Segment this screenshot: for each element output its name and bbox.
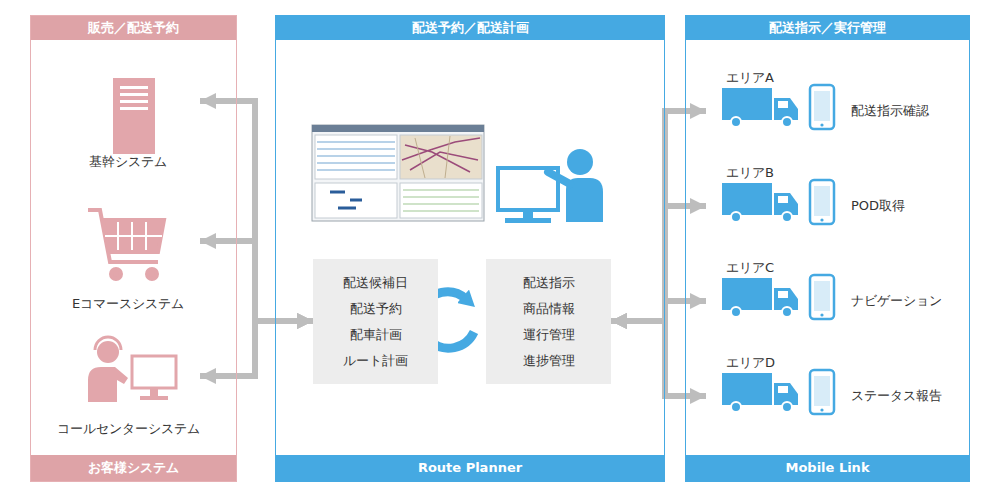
cart-icon [88, 210, 164, 279]
cart-icon-part [111, 269, 121, 279]
area-name: エリアB [726, 164, 774, 182]
server-icon-part [120, 93, 148, 96]
illustration-part [722, 180, 834, 224]
area-function: ナビゲーション [851, 292, 942, 310]
illustration-part [722, 370, 834, 414]
callcenter-icon [88, 337, 176, 402]
system-label: 基幹システム [56, 153, 200, 171]
screenshot-illustration-part [315, 135, 397, 179]
system-panel: 販売／配送予約お客様システム 基幹システム Eコマースシステムコールセンターシステム [30, 15, 237, 482]
screenshot-illustration-part [400, 183, 482, 218]
screenshot-illustration-part [330, 192, 362, 208]
screenshot-illustration [312, 125, 484, 221]
illustration-part [722, 275, 834, 319]
screenshot-illustration-part [312, 125, 484, 132]
area-function: 配送指示確認 [851, 102, 929, 120]
connector-arrow [200, 321, 313, 376]
system-label: コールセンターシステム [56, 420, 200, 438]
panel-header: 配送指示／実行管理 [686, 16, 969, 40]
function-item: 配送指示 [523, 270, 575, 296]
area-node: エリアA 配送指示確認 [706, 66, 968, 146]
callcenter-icon-part [140, 396, 168, 400]
screenshot-illustration-part [312, 125, 484, 221]
server-icon [113, 78, 155, 154]
screenshot-illustration-part [403, 190, 479, 211]
server-icon-part [120, 100, 148, 103]
area-node: エリアD ステータス報告 [706, 351, 968, 431]
function-item: 配送予約 [350, 296, 402, 322]
function-box: 配送指示商品情報運行管理進捗管理 [486, 259, 611, 384]
system-node: コールセンターシステム [56, 336, 200, 438]
connector-arrow [200, 101, 313, 321]
callcenter-icon-part [150, 388, 158, 396]
server-icon-part [113, 78, 155, 154]
screenshot-illustration-part [317, 142, 395, 170]
function-box: 配送候補日配送予約配車計画ルート計画 [313, 259, 438, 384]
panel-header: 販売／配送予約 [31, 16, 236, 40]
function-item: ルート計画 [343, 348, 408, 374]
area-name: エリアC [726, 259, 774, 277]
cart-icon-part [103, 220, 164, 252]
planner-icon-part [567, 149, 593, 175]
function-item: 商品情報 [523, 296, 575, 322]
system-node: 基幹システム [56, 71, 200, 171]
server-icon-part [120, 86, 148, 89]
area-function: POD取得 [851, 197, 905, 215]
callcenter-icon-part [88, 367, 128, 402]
function-item: 進捗管理 [523, 348, 575, 374]
planner-icon-part [523, 210, 533, 218]
server-icon-part [120, 107, 148, 110]
callcenter-icon-part [132, 356, 176, 388]
panel-footer: Route Planner [276, 455, 664, 481]
area-node: エリアC ナビゲーション [706, 256, 968, 336]
panel-footer: Mobile Link [686, 455, 969, 481]
panel-footer: お客様システム [31, 455, 236, 481]
system-panel: 配送予約／配送計画 Route Planner 配送候補日配送予約配車計画ルート計画… [275, 15, 665, 482]
connector-arrow [200, 241, 313, 321]
area-name: エリアD [726, 354, 775, 372]
screenshot-illustration-part [415, 136, 450, 178]
illustration-part [722, 85, 834, 129]
area-name: エリアA [726, 69, 774, 87]
screenshot-illustration-part [315, 183, 397, 218]
connector-arrow [611, 321, 706, 396]
cart-icon-part [105, 222, 162, 250]
panel-header: 配送予約／配送計画 [276, 16, 664, 40]
connector-arrow [611, 111, 706, 321]
planner-icon-part [505, 218, 551, 223]
screenshot-illustration-part [402, 138, 480, 172]
area-node: エリアB POD取得 [706, 161, 968, 241]
cart-icon-part [147, 269, 157, 279]
planner-icon-part [548, 172, 570, 184]
planner-icon [498, 149, 603, 223]
system-label: Eコマースシステム [56, 295, 200, 313]
connector-arrow [611, 206, 706, 321]
callcenter-icon-part [95, 337, 121, 350]
area-function: ステータス報告 [851, 387, 942, 405]
function-item: 配車計画 [350, 322, 402, 348]
system-node: Eコマースシステム [56, 201, 200, 313]
function-item: 配送候補日 [343, 270, 408, 296]
system-panel: 配送指示／実行管理Mobile LinkエリアA配送指示確認エリアBPOD取得エ… [685, 15, 970, 482]
callcenter-icon-part [97, 341, 119, 363]
function-item: 運行管理 [523, 322, 575, 348]
screenshot-illustration-part [400, 135, 482, 179]
